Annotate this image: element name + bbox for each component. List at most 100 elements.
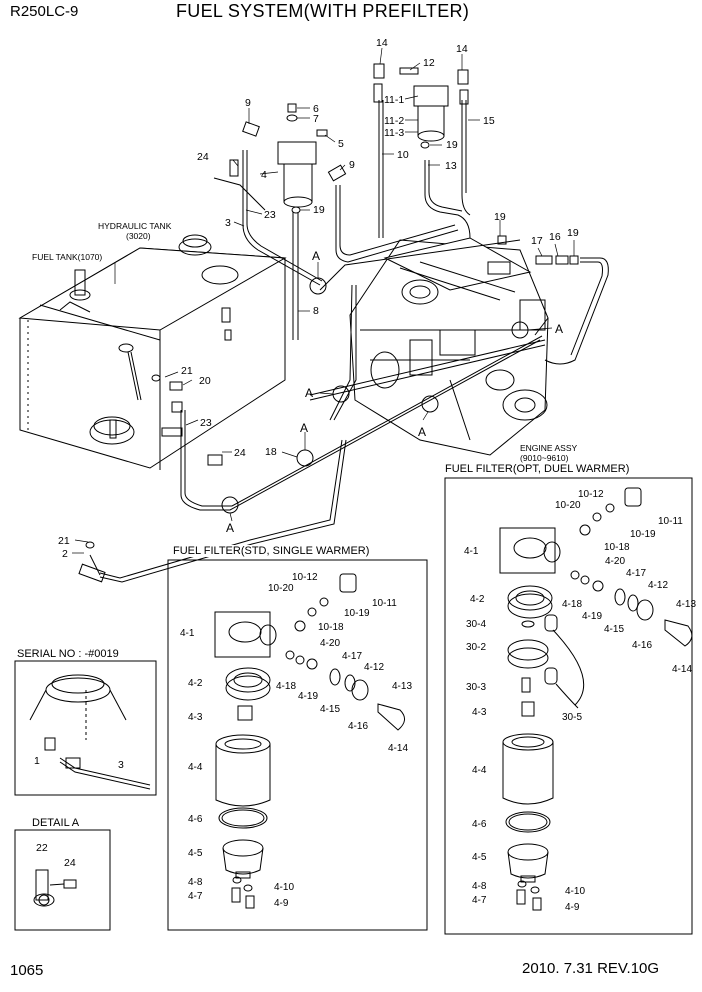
marker-a: A — [555, 322, 563, 336]
opt-filter-title: FUEL FILTER(OPT, DUEL WARMER) — [443, 463, 632, 475]
part-label: 4-6 — [188, 814, 203, 825]
part-label: 4-5 — [472, 852, 487, 863]
fuel-hoses — [78, 100, 609, 583]
model-number: R250LC-9 — [10, 3, 79, 20]
part-label: 10-11 — [658, 516, 683, 527]
callout: 19 — [494, 211, 506, 223]
callout: 14 — [456, 43, 468, 55]
part-label: 3 — [118, 759, 124, 771]
callout: 5 — [338, 138, 344, 150]
part-label: 4-6 — [472, 819, 487, 830]
callout: 16 — [549, 231, 561, 243]
part-label: 10-11 — [372, 598, 397, 609]
part-label: 4-20 — [320, 638, 340, 649]
part-label: 4-10 — [274, 882, 294, 893]
part-label: 22 — [36, 842, 48, 854]
prefilter-drawing — [373, 63, 469, 149]
detail-a-title: DETAIL A — [30, 817, 82, 829]
part-label: 4-5 — [188, 848, 203, 859]
part-label: 10-18 — [318, 622, 344, 633]
callout: 21 — [58, 535, 70, 547]
marker-a: A — [305, 386, 313, 400]
detail-a-drawing — [33, 869, 77, 907]
hydraulic-tank-label: HYDRAULIC TANK — [98, 221, 172, 231]
part-label: 4-9 — [274, 898, 289, 909]
part-label: 4-14 — [672, 664, 692, 675]
callout: 7 — [313, 113, 319, 125]
part-label: 4-17 — [626, 568, 646, 579]
engine-assy-label: ENGINE ASSY — [520, 443, 577, 453]
part-label: 4-1 — [464, 546, 479, 557]
callout: 20 — [199, 375, 211, 387]
main-filter-drawing — [213, 103, 579, 265]
engine-assy-number: (9010~9610) — [520, 453, 569, 463]
callout: 23 — [200, 417, 212, 429]
part-label: 30-2 — [466, 642, 486, 653]
callout: 15 — [483, 115, 495, 127]
part-label: 10-12 — [292, 572, 318, 583]
part-label: 10-20 — [555, 500, 581, 511]
part-label: 4-18 — [562, 599, 582, 610]
callout: 23 — [264, 209, 276, 221]
marker-a: A — [418, 425, 426, 439]
part-label: 4-7 — [472, 895, 487, 906]
callout: 6 — [313, 103, 319, 115]
opt-filter-exploded — [499, 487, 693, 911]
part-label: 4-8 — [472, 881, 487, 892]
std-filter-title: FUEL FILTER(STD, SINGLE WARMER) — [171, 545, 372, 557]
part-label: 4-16 — [348, 721, 368, 732]
part-label: 4-4 — [188, 762, 203, 773]
part-label: 4-16 — [632, 640, 652, 651]
part-label: 10-19 — [344, 608, 370, 619]
part-label: 4-15 — [320, 704, 340, 715]
part-label: 4-13 — [676, 599, 696, 610]
part-label: 10-18 — [604, 542, 630, 553]
callout: 9 — [245, 97, 251, 109]
callout: 24 — [197, 151, 209, 163]
opt-filter-frame — [444, 477, 693, 935]
serial-inset-drawing — [29, 674, 151, 790]
marker-a: A — [312, 249, 320, 263]
revision-date: 2010. 7.31 REV.10G — [522, 960, 660, 977]
callout: 18 — [265, 446, 277, 458]
part-label: 24 — [64, 857, 76, 869]
callout: 11-3 — [384, 127, 404, 139]
callout: 19 — [446, 139, 458, 151]
hydraulic-tank-number: (3020) — [126, 231, 151, 241]
part-label: 4-13 — [392, 681, 412, 692]
callout: 19 — [567, 227, 579, 239]
callout: 10 — [397, 149, 409, 161]
part-label: 10-20 — [268, 583, 294, 594]
part-label: 4-7 — [188, 891, 203, 902]
std-filter-labels: 10-12 10-20 10-19 10-11 10-18 4-1 4-20 4… — [180, 572, 412, 909]
marker-a: A — [226, 521, 234, 535]
leader-lines — [72, 47, 575, 554]
callout: 21 — [181, 365, 193, 377]
callout: 8 — [313, 305, 319, 317]
callout: 19 — [313, 204, 325, 216]
part-label: 30-3 — [466, 682, 486, 693]
page-number: 1065 — [10, 962, 44, 979]
callout: 24 — [234, 447, 246, 459]
serial-inset-title: SERIAL NO : -#0019 — [15, 648, 121, 660]
detail-a-frame — [14, 829, 111, 931]
page-title: FUEL SYSTEM(WITH PREFILTER) — [176, 1, 470, 21]
callout: 12 — [423, 57, 435, 69]
part-label: 30-5 — [562, 712, 582, 723]
callout: 14 — [376, 37, 388, 49]
part-label: 4-1 — [180, 628, 195, 639]
marker-a: A — [300, 421, 308, 435]
fuel-tank-drawing — [18, 234, 287, 470]
part-label: 4-12 — [364, 662, 384, 673]
part-label: 4-2 — [470, 594, 485, 605]
part-label: 10-19 — [630, 529, 656, 540]
part-label: 4-3 — [472, 707, 487, 718]
callout: 13 — [445, 160, 457, 172]
view-markers: A A A A A A — [226, 249, 563, 535]
std-filter-exploded — [214, 573, 405, 909]
opt-filter-labels: 10-12 10-20 10-11 10-19 10-18 4-1 4-20 4… — [464, 489, 696, 913]
part-label: 4-3 — [188, 712, 203, 723]
part-label: 1 — [34, 755, 40, 767]
part-label: 4-9 — [565, 902, 580, 913]
